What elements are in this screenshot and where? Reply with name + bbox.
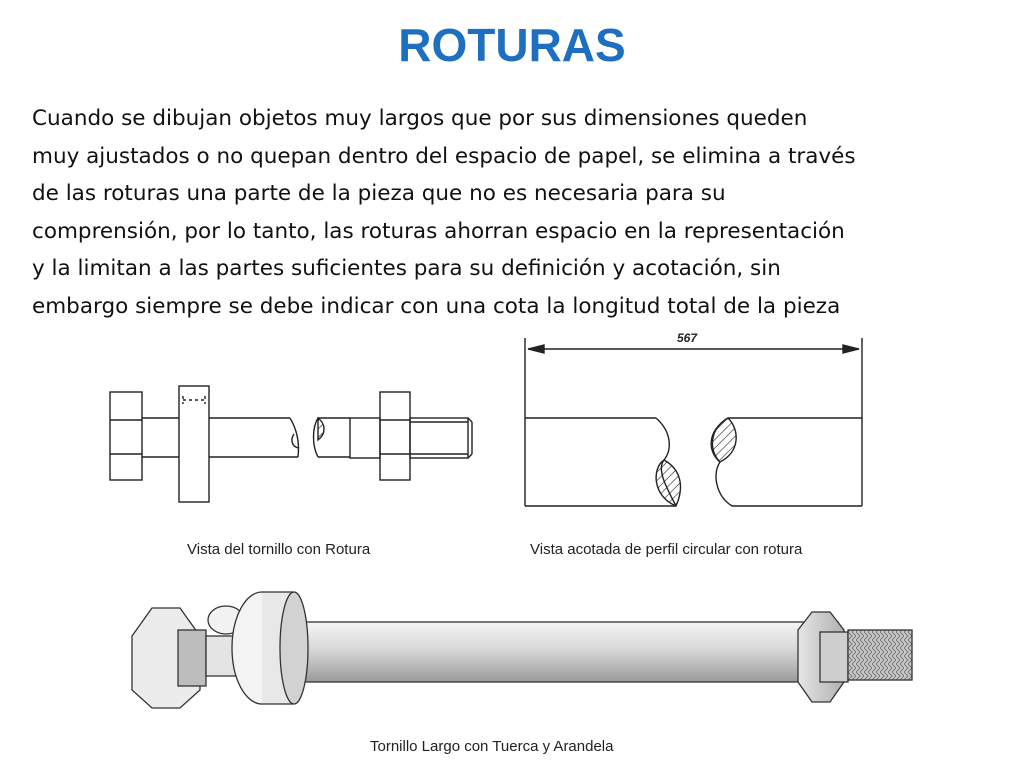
paragraph-line: y la limitan a las partes suficientes pa…: [32, 256, 781, 281]
paragraph-line: embargo siempre se debe indicar con una …: [32, 293, 841, 319]
caption-left: Vista del tornillo con Rotura: [187, 541, 371, 558]
body-paragraph: Cuando se dibujan objetos muy largos que…: [32, 100, 1000, 325]
caption-bottom: Tornillo Largo con Tuerca y Arandela: [370, 738, 614, 755]
bolt-break-drawing: [109, 385, 473, 503]
dimension-value: 567: [677, 331, 698, 345]
paragraph-line: muy ajustados o no quepan dentro del esp…: [32, 143, 856, 169]
paragraph-line: comprensión, por lo tanto, las roturas a…: [32, 218, 845, 244]
paragraph-line: Cuando se dibujan objetos muy largos que…: [32, 106, 808, 131]
paragraph-line: de las roturas una parte de la pieza que…: [32, 181, 726, 206]
dimensioned-profile-drawing: [524, 338, 863, 507]
caption-right: Vista acotada de perfil circular con rot…: [530, 541, 803, 558]
long-bolt-3d-drawing: [131, 591, 913, 709]
page-title: ROTURAS: [398, 19, 626, 71]
